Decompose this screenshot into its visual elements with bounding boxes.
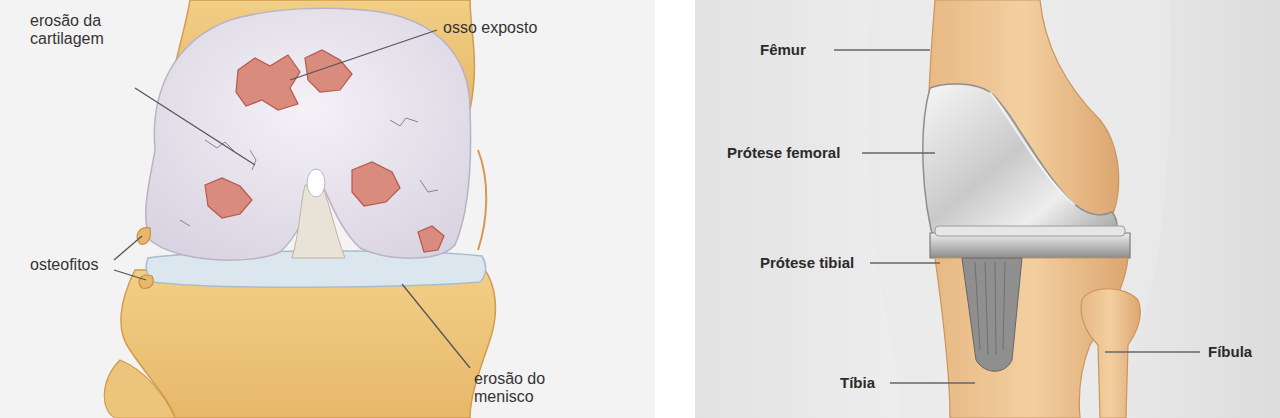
part-label: osso exposto bbox=[443, 19, 537, 37]
part-label: Fêmur bbox=[760, 41, 806, 58]
part-label: erosão do menisco bbox=[474, 370, 578, 407]
part-label: erosão da cartilagem bbox=[30, 12, 134, 49]
part-label: Prótese tibial bbox=[760, 254, 854, 271]
part-label: osteofitos bbox=[30, 256, 98, 274]
part-label: Fíbula bbox=[1208, 343, 1252, 360]
part-label: Prótese femoral bbox=[727, 144, 840, 161]
part-label: Tíbia bbox=[840, 374, 875, 391]
